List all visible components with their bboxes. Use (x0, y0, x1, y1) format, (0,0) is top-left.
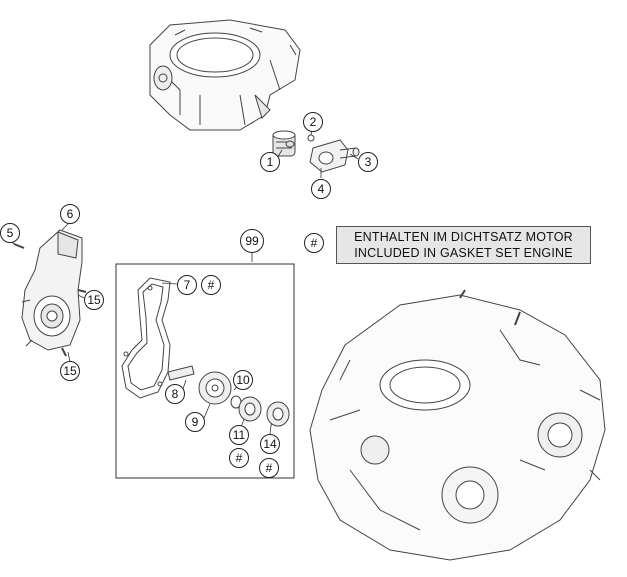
callout-8[interactable]: 8 (165, 384, 185, 404)
callout-1[interactable]: 1 (260, 152, 280, 172)
callout-10[interactable]: 10 (233, 370, 253, 390)
callout-15-upper[interactable]: 15 (84, 290, 104, 310)
water-pump-cover-drawing (13, 229, 87, 357)
callout-5[interactable]: 5 (0, 223, 20, 243)
callout-14[interactable]: 14 (260, 434, 280, 454)
cylinder-drawing (149, 19, 301, 131)
legend-box: ENTHALTEN IM DICHTSATZ MOTOR INCLUDED IN… (336, 226, 591, 264)
legend-line-en: INCLUDED IN GASKET SET ENGINE (354, 246, 573, 260)
gasket-set-marker-14[interactable]: # (259, 458, 279, 478)
callout-11[interactable]: 11 (229, 425, 249, 445)
callout-7[interactable]: 7 (177, 275, 197, 295)
callout-6[interactable]: 6 (60, 204, 80, 224)
kit-frame (115, 263, 295, 479)
legend-symbol: # (304, 233, 324, 253)
legend-line-de: ENTHALTEN IM DICHTSATZ MOTOR (354, 230, 573, 244)
callout-99[interactable]: 99 (240, 229, 264, 253)
gasket-drawing (121, 277, 171, 399)
callout-3[interactable]: 3 (358, 152, 378, 172)
callout-4[interactable]: 4 (311, 179, 331, 199)
gasket-set-marker-11[interactable]: # (229, 448, 249, 468)
gasket-set-marker-7[interactable]: # (201, 275, 221, 295)
callout-2[interactable]: 2 (303, 112, 323, 132)
thermostat-drawing (272, 130, 360, 173)
engine-case-drawing (309, 289, 606, 561)
callout-15-lower[interactable]: 15 (60, 361, 80, 381)
impeller-drawing (167, 365, 290, 427)
callout-9[interactable]: 9 (185, 412, 205, 432)
